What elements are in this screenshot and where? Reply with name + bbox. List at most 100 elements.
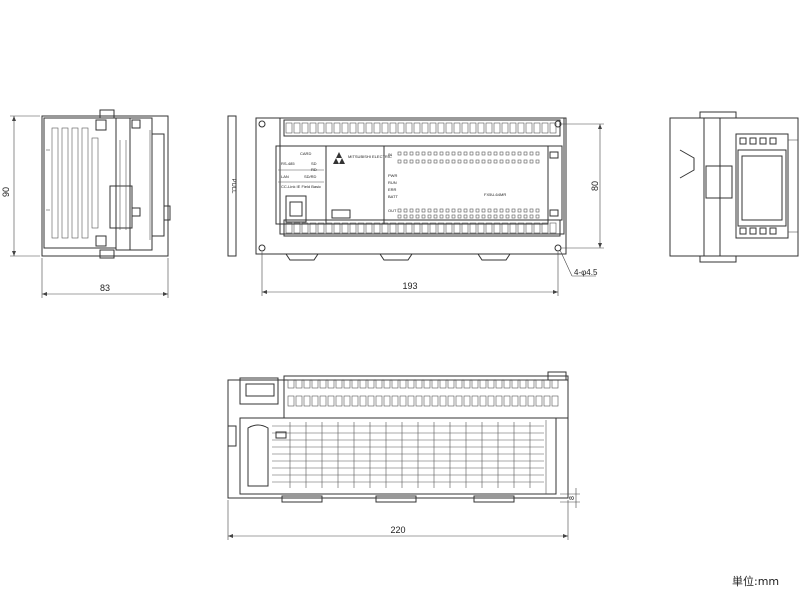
top-terminal (487, 379, 495, 389)
output-led (427, 208, 432, 213)
terminal-screw (365, 122, 373, 134)
dimension-side-width: 83 (41, 258, 169, 298)
input-led (433, 159, 438, 164)
output-led (529, 208, 534, 213)
top-terminal (543, 395, 551, 407)
lan-label: LAN (281, 174, 289, 179)
terminal-screw (469, 122, 477, 134)
top-terminal (519, 395, 527, 407)
output-led (397, 214, 402, 219)
top-terminal (391, 379, 399, 389)
terminal-screw (333, 222, 341, 234)
top-terminal (351, 395, 359, 407)
top-terminal (335, 379, 343, 389)
dim-hole-label: 4-φ4.5 (574, 268, 598, 277)
terminal-screw (405, 222, 413, 234)
output-led (445, 214, 450, 219)
top-terminal (519, 379, 527, 389)
err-label: ERR (388, 187, 397, 192)
output-led (535, 208, 540, 213)
output-led (481, 214, 486, 219)
dim-80-label: 80 (590, 181, 600, 191)
dim-193-label: 193 (402, 281, 417, 291)
dimension-front-height: 80 (560, 123, 604, 249)
output-led (439, 208, 444, 213)
terminal-screw (285, 122, 293, 134)
top-terminal (463, 395, 471, 407)
terminal-screw (541, 222, 549, 234)
batt-label: BATT (388, 194, 398, 199)
output-led (523, 214, 528, 219)
input-led (481, 151, 486, 156)
terminal-screw (389, 222, 397, 234)
top-terminal (511, 379, 519, 389)
output-led (493, 214, 498, 219)
top-terminal (407, 379, 415, 389)
output-led (487, 214, 492, 219)
output-led (457, 208, 462, 213)
input-led (499, 159, 504, 164)
top-terminal (367, 395, 375, 407)
input-led (493, 151, 498, 156)
terminal-screw (317, 122, 325, 134)
input-led (427, 159, 432, 164)
terminal-screw (485, 222, 493, 234)
top-terminal (343, 395, 351, 407)
input-led (481, 159, 486, 164)
input-led (397, 151, 402, 156)
terminal-screw (525, 122, 533, 134)
top-terminal (415, 395, 423, 407)
top-terminal (551, 395, 559, 407)
top-terminal (383, 395, 391, 407)
input-led (403, 151, 408, 156)
output-led (457, 214, 462, 219)
input-led (511, 159, 516, 164)
output-led (463, 214, 468, 219)
output-led (511, 208, 516, 213)
terminal-screw (317, 222, 325, 234)
output-led (463, 208, 468, 213)
terminal-screw (533, 122, 541, 134)
top-terminal (423, 379, 431, 389)
input-led (505, 151, 510, 156)
terminal-screw (413, 122, 421, 134)
terminal-screw (357, 222, 365, 234)
terminal-screw (333, 122, 341, 134)
output-led (487, 208, 492, 213)
right-side-view (669, 111, 799, 263)
top-terminal (343, 379, 351, 389)
output-led (469, 208, 474, 213)
left-side-view (41, 109, 171, 259)
input-led (409, 159, 414, 164)
input-led (451, 151, 456, 156)
top-terminal (287, 379, 295, 389)
input-led (517, 151, 522, 156)
terminal-screw (453, 222, 461, 234)
terminal-screw (309, 122, 317, 134)
top-terminal (439, 379, 447, 389)
output-led (535, 214, 540, 219)
top-terminal (503, 395, 511, 407)
sdrd-label: SD/RD (304, 174, 317, 179)
input-led (457, 151, 462, 156)
terminal-screw (437, 222, 445, 234)
terminal-screw (421, 222, 429, 234)
terminal-screw (309, 222, 317, 234)
top-terminal (399, 395, 407, 407)
input-led (505, 159, 510, 164)
terminal-screw (477, 222, 485, 234)
dimension-top-width: 220 (227, 500, 569, 540)
top-terminal (391, 395, 399, 407)
output-led (421, 208, 426, 213)
input-led (523, 151, 528, 156)
terminal-screw (469, 222, 477, 234)
top-terminal (471, 395, 479, 407)
terminal-screw (373, 222, 381, 234)
input-led (529, 151, 534, 156)
terminal-screw (461, 222, 469, 234)
output-led (517, 208, 522, 213)
terminal-screw (357, 122, 365, 134)
dim-220-label: 220 (390, 525, 405, 535)
dim-90-label: 90 (1, 187, 11, 197)
